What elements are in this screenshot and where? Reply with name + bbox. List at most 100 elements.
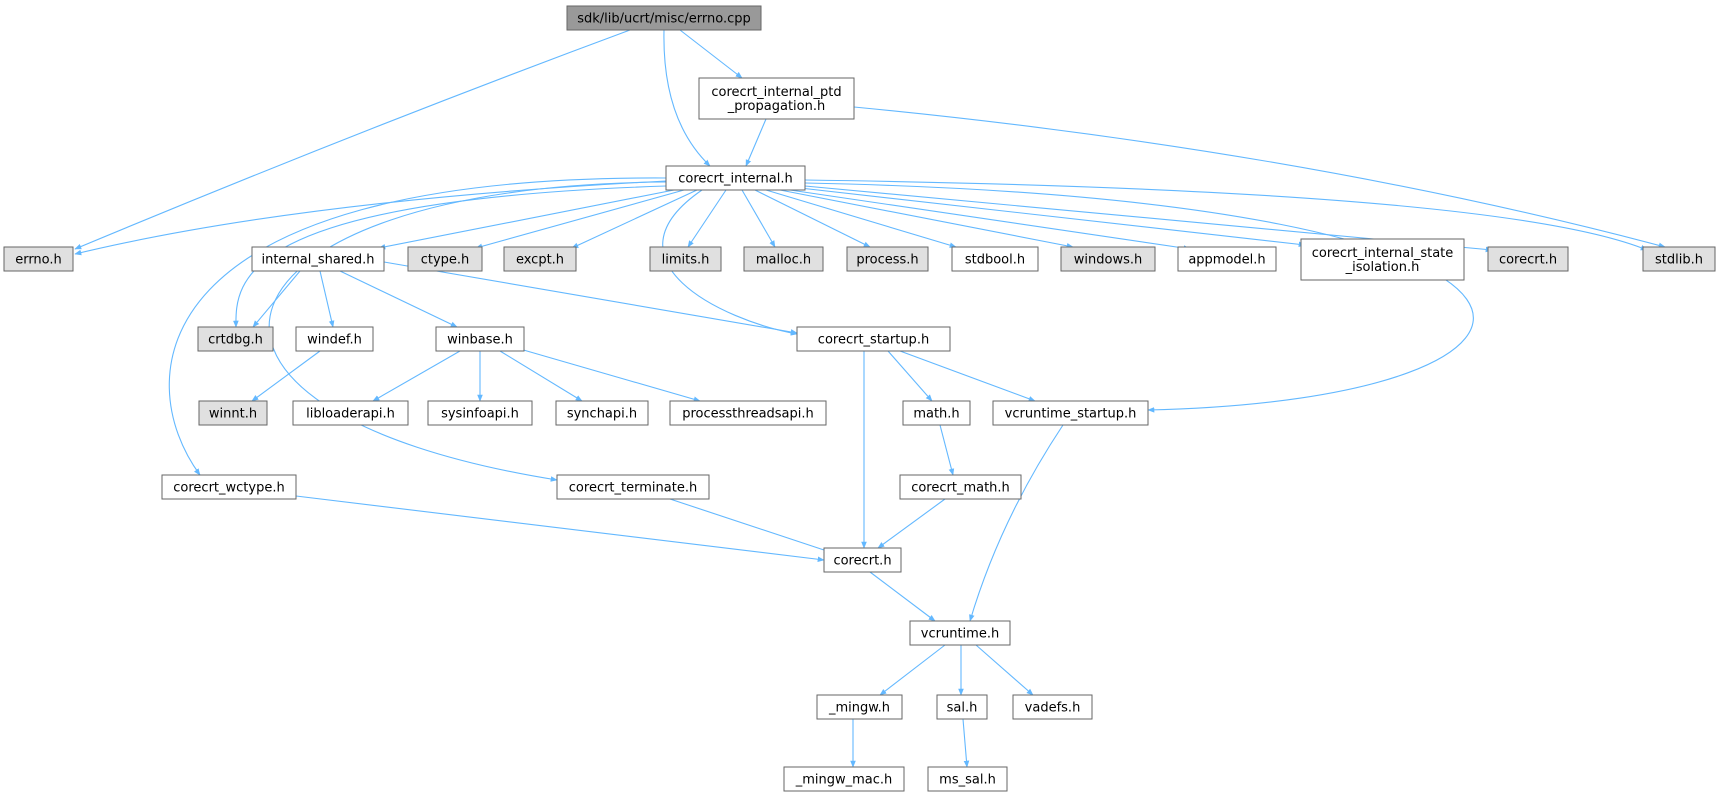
node-vcruntime-h[interactable]: vcruntime.h (909, 620, 1011, 646)
node-label: _mingw.h (828, 701, 890, 716)
node-windows-h[interactable]: windows.h (1060, 246, 1156, 272)
edge-sal_h-to-ms_sal (962, 718, 970, 768)
node-malloc-h[interactable]: malloc.h (743, 246, 824, 272)
node-synchapi[interactable]: synchapi.h (555, 400, 649, 426)
node-excpt-h[interactable]: excpt.h (503, 246, 577, 272)
node-box (909, 620, 1011, 646)
node-label: stdbool.h (965, 253, 1025, 268)
node-corecrt-wctype[interactable]: corecrt_wctype.h (161, 474, 297, 500)
node-label: sysinfoapi.h (441, 407, 519, 422)
node-winbase-h[interactable]: winbase.h (435, 326, 525, 352)
edge-corecrt_internal-to-process_h (754, 189, 871, 248)
edge-errno_cpp-to-errno_h (74, 29, 631, 250)
node-label: vcruntime.h (921, 627, 999, 642)
node-mingw-mac[interactable]: _mingw_mac.h (783, 766, 905, 792)
node-box (1177, 246, 1277, 272)
node-limits-h[interactable]: limits.h (649, 246, 722, 272)
edge-corecrt_internal-to-corecrt_terminate (268, 181, 667, 482)
node-stdbool-h[interactable]: stdbool.h (951, 246, 1039, 272)
node-box (295, 326, 374, 352)
edge-corecrt_terminate-to-corecrt_h (669, 498, 831, 553)
node-stdlib-h[interactable]: stdlib.h (1642, 246, 1716, 272)
node-box (1642, 246, 1716, 272)
node-label: stdlib.h (1655, 253, 1703, 268)
edge-internal_shared-to-crtdbg_h (252, 270, 301, 328)
node-math-h[interactable]: math.h (902, 400, 971, 426)
node-box (846, 246, 929, 272)
node-vcruntime-startup[interactable]: vcruntime_startup.h (992, 400, 1149, 426)
node-windef-h[interactable]: windef.h (295, 326, 374, 352)
nodes-layer: sdk/lib/ucrt/misc/errno.cpp corecrt_inter… (3, 5, 1716, 792)
edge-corecrt_internal-to-corecrt_wctype (168, 177, 667, 476)
node-label: crtdbg.h (208, 333, 263, 348)
node-label: sal.h (947, 701, 978, 716)
node-label: _mingw_mac.h (795, 773, 893, 788)
node-corecrt-math[interactable]: corecrt_math.h (899, 474, 1022, 500)
edge-corecrt_internal-to-internal_shared (378, 189, 675, 250)
node-box (1012, 694, 1093, 720)
node-box (556, 474, 710, 500)
node-ptd-prop[interactable]: corecrt_internal_ptd_propagation.h (698, 77, 855, 120)
node-sal-h[interactable]: sal.h (936, 694, 988, 720)
node-box (503, 246, 577, 272)
node-label: corecrt_internal.h (678, 172, 793, 187)
edge-corecrt_internal-to-state_iso (799, 187, 1306, 248)
node-box (427, 400, 533, 426)
node-libloaderapi[interactable]: libloaderapi.h (292, 400, 409, 426)
node-label: ctype.h (421, 253, 470, 268)
node-process-h[interactable]: process.h (846, 246, 929, 272)
node-label: process.h (856, 253, 918, 268)
node-label: sdk/lib/ucrt/misc/errno.cpp (577, 12, 751, 27)
node-box (665, 165, 806, 191)
node-box (816, 694, 903, 720)
node-crtdbg-h[interactable]: crtdbg.h (197, 326, 274, 352)
node-box (823, 547, 902, 573)
node-label: malloc.h (756, 253, 811, 268)
edge-internal_shared-to-corecrt_startup (383, 261, 798, 335)
node-box (1487, 246, 1569, 272)
node-vadefs-h[interactable]: vadefs.h (1012, 694, 1093, 720)
edge-corecrt_internal-to-vcruntime_startup (804, 182, 1474, 413)
node-ms-sal[interactable]: ms_sal.h (927, 766, 1008, 792)
node-sysinfoapi[interactable]: sysinfoapi.h (427, 400, 533, 426)
node-internal-shared[interactable]: internal_shared.h (251, 246, 385, 272)
node-box (197, 326, 274, 352)
node-label: _propagation.h (727, 99, 825, 114)
node-mingw-h[interactable]: _mingw.h (816, 694, 903, 720)
node-ctype-h[interactable]: ctype.h (407, 246, 483, 272)
node-errno-cpp: sdk/lib/ucrt/misc/errno.cpp (566, 5, 762, 31)
node-winnt-h[interactable]: winnt.h (198, 400, 268, 426)
edge-winbase_h-to-synchapi (499, 350, 583, 402)
edge-corecrt_startup-to-vcruntime_startup (899, 350, 1036, 402)
node-label: corecrt_wctype.h (173, 481, 284, 496)
node-box (783, 766, 905, 792)
node-processthreadsapi[interactable]: processthreadsapi.h (669, 400, 827, 426)
edge-errno_cpp-to-corecrt_internal (663, 29, 711, 167)
edge-corecrt_internal-to-windows_h (779, 189, 1074, 249)
node-label: processthreadsapi.h (682, 407, 814, 422)
node-box (649, 246, 722, 272)
edges-layer (74, 29, 1666, 768)
node-appmodel-h[interactable]: appmodel.h (1177, 246, 1277, 272)
edge-corecrt_math-to-corecrt_h (877, 498, 946, 549)
node-box (936, 694, 988, 720)
node-corecrt-gray[interactable]: corecrt.h (1487, 246, 1569, 272)
node-box (435, 326, 525, 352)
node-corecrt-internal[interactable]: corecrt_internal.h (665, 165, 806, 191)
node-label: internal_shared.h (261, 253, 374, 268)
node-box (198, 400, 268, 426)
edge-vcruntime_h-to-vadefs_h (975, 644, 1034, 696)
node-state-iso[interactable]: corecrt_internal_state_isolation.h (1300, 238, 1465, 281)
edge-internal_shared-to-winbase_h (339, 270, 458, 328)
node-box (161, 474, 297, 500)
node-label: corecrt.h (833, 554, 891, 569)
node-box (251, 246, 385, 272)
node-errno-h[interactable]: errno.h (3, 246, 74, 272)
edge-math_h-to-corecrt_math (939, 424, 955, 476)
node-corecrt-terminate[interactable]: corecrt_terminate.h (556, 474, 710, 500)
node-label: math.h (913, 407, 959, 422)
node-corecrt-h[interactable]: corecrt.h (823, 547, 902, 573)
node-box (743, 246, 824, 272)
node-box (1300, 238, 1465, 281)
node-corecrt-startup[interactable]: corecrt_startup.h (796, 326, 951, 352)
